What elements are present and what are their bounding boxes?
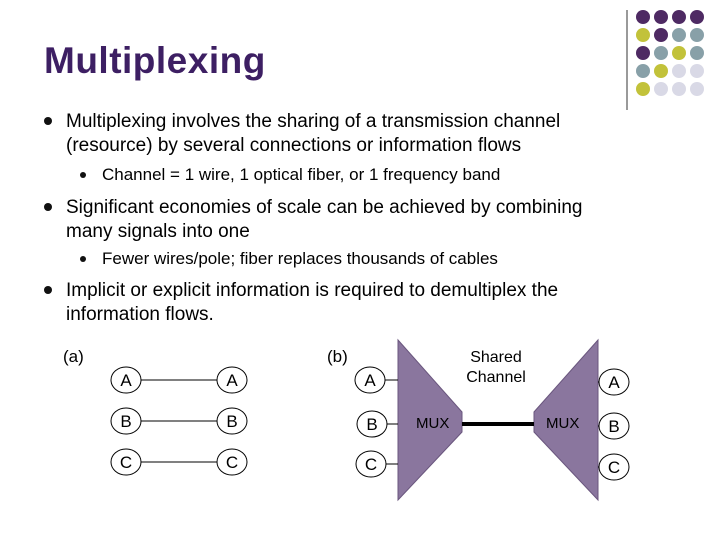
diagram-b-right-node: B bbox=[598, 412, 630, 440]
node-label: A bbox=[120, 371, 132, 390]
diagram-a-left-node: B bbox=[110, 407, 142, 435]
bullet-2-sub: Fewer wires/pole; fiber replaces thousan… bbox=[102, 249, 498, 268]
diagram-b-left-node: A bbox=[354, 366, 386, 394]
node-label: C bbox=[608, 458, 620, 477]
mux-right-label: MUX bbox=[546, 415, 579, 432]
bullet-3-line-2: information flows. bbox=[66, 304, 214, 325]
decor-dot bbox=[636, 82, 650, 96]
diagram-b-label: (b) bbox=[327, 347, 348, 366]
node-label: B bbox=[366, 415, 377, 434]
node-label: C bbox=[120, 453, 132, 472]
bullet-1-line-2: (resource) by several connections or inf… bbox=[66, 135, 522, 156]
bullet-2-line-1: Significant economies of scale can be ac… bbox=[66, 197, 583, 218]
node-label: B bbox=[608, 417, 619, 436]
node-label: C bbox=[365, 455, 377, 474]
bullet-marker bbox=[44, 203, 52, 211]
decor-dot bbox=[690, 64, 704, 78]
node-label: A bbox=[608, 373, 620, 392]
decor-dot bbox=[636, 10, 650, 24]
diagram-a-right-node: A bbox=[216, 366, 248, 394]
node-label: A bbox=[226, 371, 238, 390]
decor-dot bbox=[690, 10, 704, 24]
bullet-marker bbox=[44, 286, 52, 294]
decor-dot bbox=[654, 82, 668, 96]
decor-dot bbox=[672, 64, 686, 78]
decor-dot-grid bbox=[636, 10, 716, 110]
bullet-3-line-1: Implicit or explicit information is requ… bbox=[66, 280, 559, 301]
decor-dot bbox=[672, 10, 686, 24]
mux-left-shape bbox=[397, 338, 463, 502]
bullet-2-line-2: many signals into one bbox=[66, 221, 250, 242]
shared-channel-label-line-2: Channel bbox=[466, 369, 526, 386]
diagram-a-right-node: B bbox=[216, 407, 248, 435]
sub-bullet-marker bbox=[80, 172, 86, 178]
mux-left-label: MUX bbox=[416, 415, 449, 432]
decor-dot bbox=[654, 28, 668, 42]
sub-bullet-marker bbox=[80, 256, 86, 262]
diagram-a-left-node: A bbox=[110, 366, 142, 394]
diagram-b-left-node: C bbox=[355, 450, 387, 478]
decor-dot bbox=[636, 64, 650, 78]
node-label: A bbox=[364, 371, 376, 390]
node-label: B bbox=[226, 412, 237, 431]
decor-dot bbox=[690, 28, 704, 42]
bullet-marker bbox=[44, 117, 52, 125]
decor-dot bbox=[672, 28, 686, 42]
slide-title: Multiplexing bbox=[44, 40, 266, 81]
decor-dot bbox=[672, 82, 686, 96]
diagram-b-left-node: B bbox=[356, 410, 388, 438]
decor-dot bbox=[690, 82, 704, 96]
diagram-a-label: (a) bbox=[63, 347, 84, 366]
node-label: C bbox=[226, 453, 238, 472]
mux-right-shape bbox=[533, 338, 599, 502]
decor-dot bbox=[654, 10, 668, 24]
shared-channel-label-line-1: Shared bbox=[470, 349, 522, 366]
diagram-b-right-node: A bbox=[598, 368, 630, 396]
decor-dot bbox=[636, 28, 650, 42]
diagram-a-right-node: C bbox=[216, 448, 248, 476]
decor-dot bbox=[690, 46, 704, 60]
bullet-1-line-1: Multiplexing involves the sharing of a t… bbox=[66, 111, 561, 132]
bullet-1-sub: Channel = 1 wire, 1 optical fiber, or 1 … bbox=[102, 165, 501, 184]
decor-vertical-line bbox=[626, 10, 628, 110]
node-label: B bbox=[120, 412, 131, 431]
diagram-a-left-node: C bbox=[110, 448, 142, 476]
decor-dot bbox=[654, 46, 668, 60]
decor-dot bbox=[654, 64, 668, 78]
diagram-b-right-node: C bbox=[598, 453, 630, 481]
decor-dot bbox=[636, 46, 650, 60]
decor-dot bbox=[672, 46, 686, 60]
